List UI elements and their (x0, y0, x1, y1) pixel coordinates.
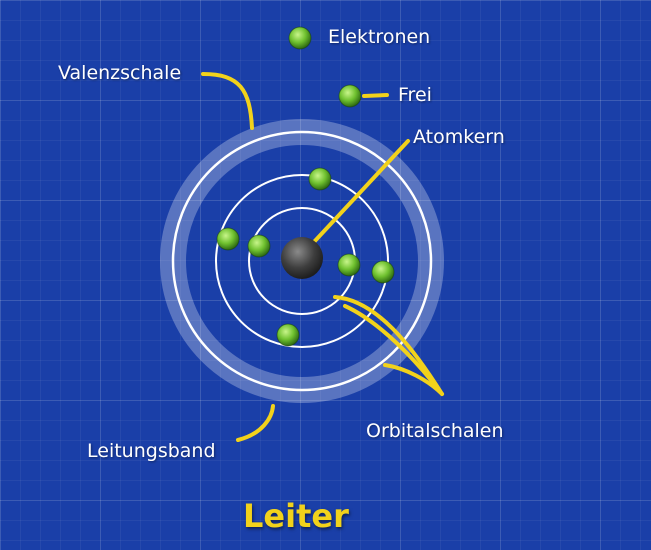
electron (371, 260, 395, 284)
leader-line-free (362, 93, 389, 98)
label-electrons: Elektronen (328, 26, 431, 48)
electron (247, 234, 271, 258)
nucleus (281, 237, 323, 279)
leader-line-nucleus (311, 139, 410, 245)
electron (276, 323, 300, 347)
label-free: Frei (398, 84, 432, 106)
diagram-title: Leiter (243, 497, 349, 535)
orbital-shell-outer (215, 174, 389, 348)
leader-line-valence (201, 72, 254, 130)
label-orbital-shells: Orbitalschalen (366, 420, 504, 442)
label-conduction-band: Leitungsband (87, 440, 216, 462)
electron (308, 167, 332, 191)
electron-legend (288, 26, 312, 50)
leader-line-orbital-2 (343, 304, 444, 396)
leader-line-orbital-3 (383, 363, 444, 396)
electron (216, 227, 240, 251)
valence-shell-ring (171, 130, 433, 392)
leader-line-conduction (236, 404, 275, 442)
label-nucleus: Atomkern (413, 126, 505, 148)
electron-free (338, 84, 362, 108)
label-valence-shell: Valenzschale (58, 62, 182, 84)
electron (337, 253, 361, 277)
